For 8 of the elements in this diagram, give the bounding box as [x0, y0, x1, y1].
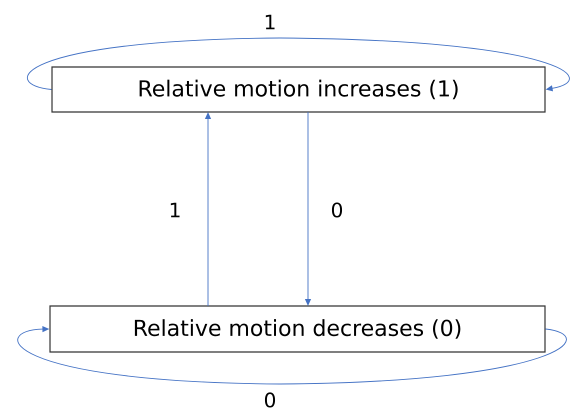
arrow: [27, 38, 570, 92]
state-box: Relative motion decreases (0): [49, 305, 546, 353]
state-box: Relative motion increases (1): [51, 66, 546, 113]
edge-label: 1: [168, 202, 182, 218]
edge-label: 0: [262, 391, 278, 409]
edge-label: 0: [330, 201, 344, 219]
arrow: [18, 326, 567, 384]
edge-label: 1: [262, 14, 278, 30]
